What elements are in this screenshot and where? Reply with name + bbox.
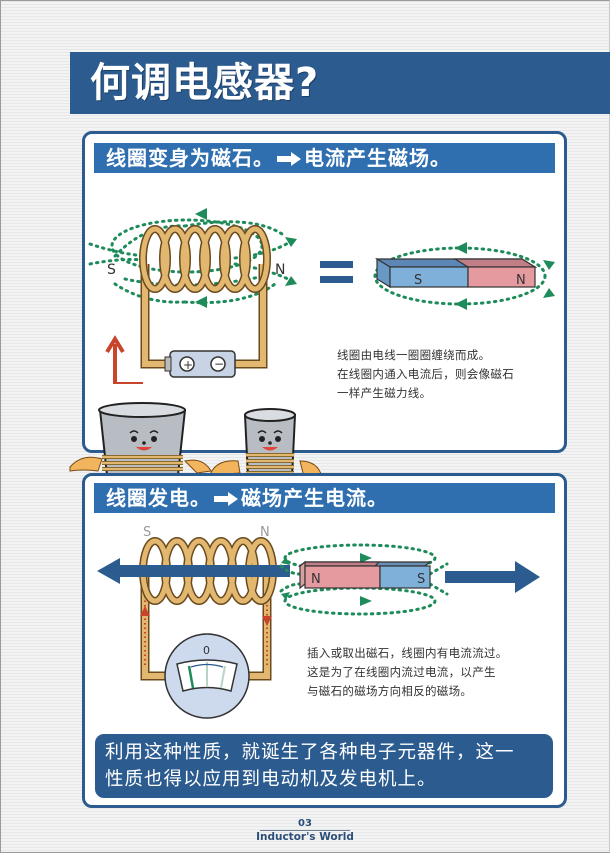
- field-arrow-icon: [195, 296, 207, 308]
- right-arrow-icon: [277, 152, 301, 166]
- description-line: 在线圈内通入电流后，则会像磁石: [337, 367, 514, 381]
- description-line: 一样产生磁力线。: [337, 386, 432, 400]
- coil-pole-n: N: [260, 525, 270, 540]
- current-direction-arrow-icon: [105, 335, 143, 384]
- summary-line: 性质也得以应用到电动机及发电机上。: [105, 769, 437, 790]
- coil-pole-s: S: [143, 525, 151, 540]
- field-arrow-icon: [285, 276, 297, 286]
- battery-minus: −: [214, 357, 224, 371]
- page-footer: 03 Inductor's World: [0, 818, 610, 844]
- right-arrow-icon: [214, 492, 238, 506]
- section2-description: 插入或取出磁石，线圈内有电流流过。 这是为了在线圈内流过电流，以产生 与磁石的磁…: [307, 644, 508, 701]
- header-text-part1: 线圈发电。: [106, 486, 211, 510]
- mascot-large: [69, 402, 212, 476]
- section1-description: 线圈由电线一圈圈缠绕而成。 在线圈内通入电流后，则会像磁石 一样产生磁力线。: [337, 346, 514, 403]
- coil-pole-n: N: [275, 262, 285, 278]
- section-header: 线圈变身为磁石。 电流产生磁场。: [94, 143, 555, 173]
- header-text-part2: 电流产生磁场。: [304, 146, 451, 170]
- coil-turns: [139, 225, 271, 293]
- section-header: 线圈发电。 磁场产生电流。: [94, 483, 555, 513]
- description-line: 线圈由电线一圈圈缠绕而成。: [337, 348, 491, 362]
- meter-zero-label: 0: [203, 644, 210, 657]
- header-text-part2: 磁场产生电流。: [241, 486, 388, 510]
- field-arrow-icons: [195, 208, 297, 308]
- inductor-mascots: [69, 402, 323, 478]
- panel-coil-becomes-magnet: 线圈变身为磁石。 电流产生磁场。: [82, 131, 567, 453]
- galvanometer-icon: 0: [164, 633, 250, 719]
- description-line: 与磁石的磁场方向相反的磁场。: [307, 684, 473, 698]
- panel-coil-generates: 线圈发电。 磁场产生电流。 S N: [82, 473, 567, 808]
- description-line: 插入或取出磁石，线圈内有电流流过。: [307, 646, 508, 660]
- title-banner: 何调电感器?: [70, 52, 610, 114]
- summary-box: 利用这种性质，就诞生了各种电子元器件，这一 性质也得以应用到电动机及发电机上。: [95, 734, 553, 798]
- motion-arrow-left-icon: [97, 558, 290, 584]
- publication-name: Inductor's World: [256, 831, 354, 843]
- coil-pole-s: S: [107, 262, 116, 278]
- motion-arrow-right-icon: [445, 561, 540, 593]
- header-text-part1: 线圈变身为磁石。: [106, 146, 274, 170]
- coil-magnet-illustration: S N + − S N: [88, 208, 555, 384]
- footer-divider: [260, 830, 350, 831]
- battery-plus: +: [183, 358, 193, 372]
- generator-illustration: S N: [97, 525, 540, 719]
- page-number: 03: [298, 818, 312, 829]
- field-arrow-icon: [195, 208, 207, 220]
- battery-icon: + −: [164, 350, 236, 378]
- field-arrow-icon: [285, 237, 297, 247]
- description-line: 这是为了在线圈内流过电流，以产生: [307, 665, 496, 679]
- magnet-pole-s: S: [414, 273, 422, 288]
- summary-line: 利用这种性质，就诞生了各种电子元器件，这一: [105, 742, 515, 763]
- bar-magnet-2: N S: [298, 560, 432, 590]
- page-title: 何调电感器?: [90, 60, 320, 106]
- mascot-small: [209, 408, 323, 478]
- equals-sign-icon: [320, 261, 353, 283]
- magnet-pole-s: S: [417, 572, 425, 587]
- magnet-pole-n: N: [516, 273, 526, 288]
- magnet-pole-n: N: [311, 572, 321, 587]
- current-arrow-icon: [262, 616, 272, 626]
- current-arrow-icon: [140, 606, 150, 616]
- bar-magnet-1: S N: [373, 242, 555, 310]
